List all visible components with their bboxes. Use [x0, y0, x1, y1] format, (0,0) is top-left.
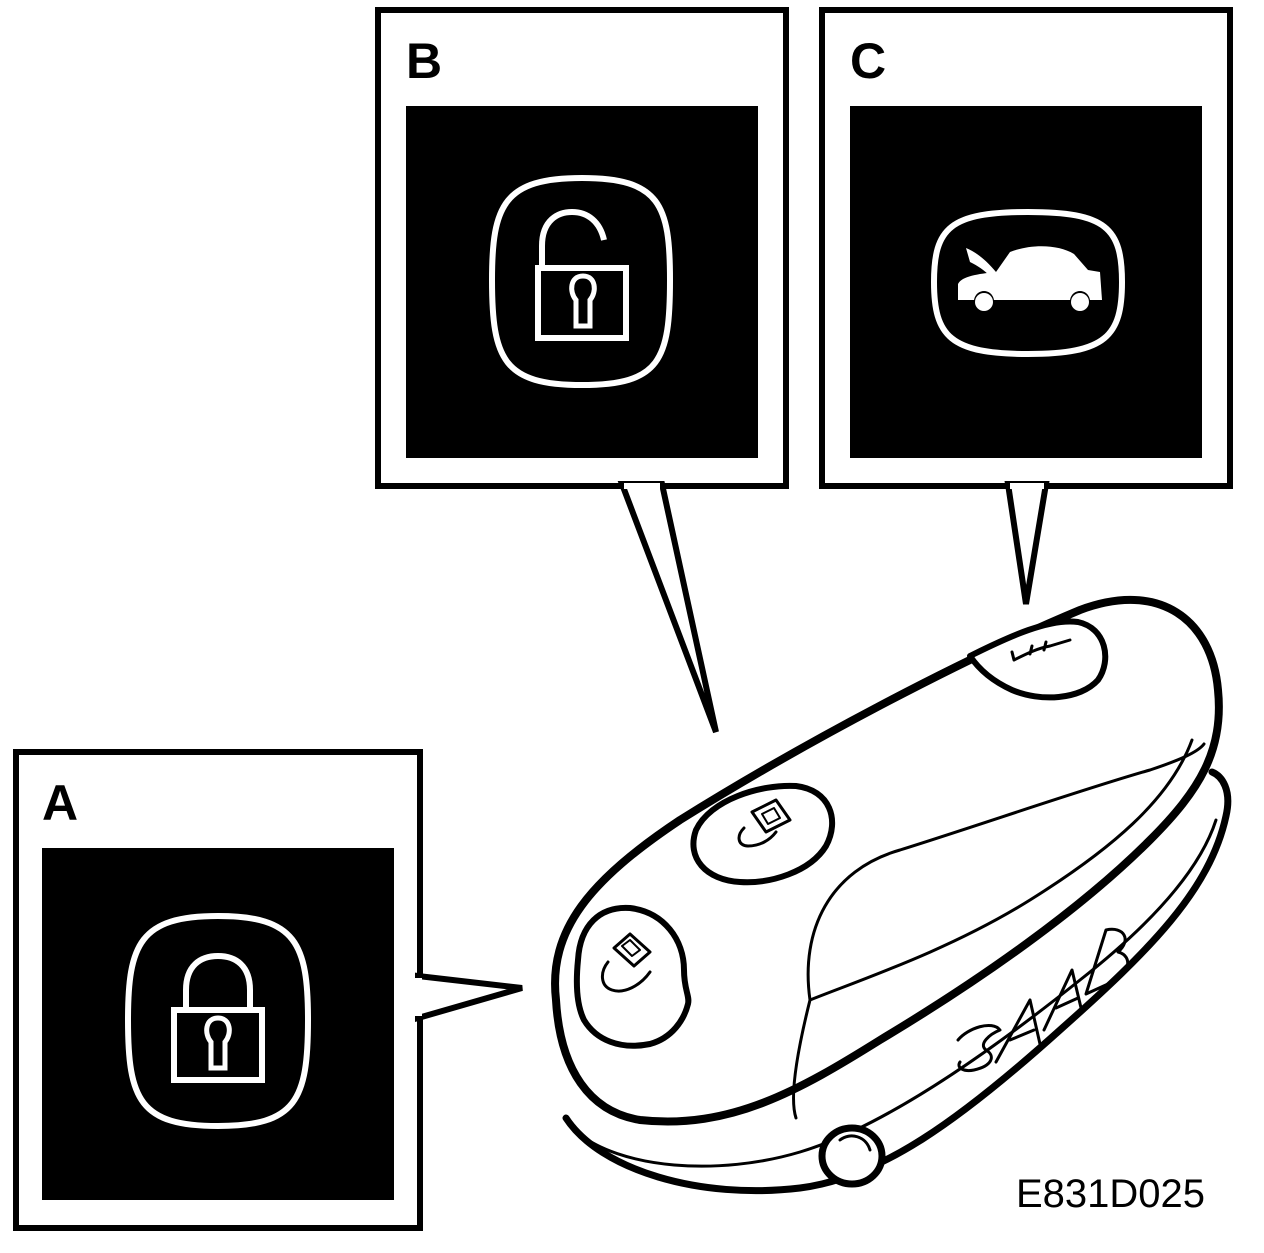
callout-b-letter: B: [406, 33, 442, 89]
callout-a-letter: A: [42, 775, 78, 831]
fob-unlock-button: [690, 782, 836, 886]
trunk-icon: [930, 208, 1126, 358]
callout-c-pointer: [1004, 481, 1050, 605]
callout-b-panel: [406, 106, 758, 458]
fob-lock-button: [573, 904, 692, 1049]
callout-b-pointer: [617, 481, 719, 734]
callout-a-panel: [42, 848, 394, 1200]
callout-c: C: [819, 7, 1233, 605]
callout-b: B: [375, 7, 789, 734]
lock-icon: [124, 912, 312, 1130]
unlock-icon: [488, 174, 674, 389]
saab-logo: [956, 927, 1130, 1072]
callout-c-letter: C: [850, 33, 886, 89]
callout-a: A: [13, 749, 523, 1231]
key-fob: [551, 596, 1232, 1195]
callout-a-pointer: [415, 972, 523, 1022]
figure-code: E831D025: [1016, 1172, 1206, 1216]
